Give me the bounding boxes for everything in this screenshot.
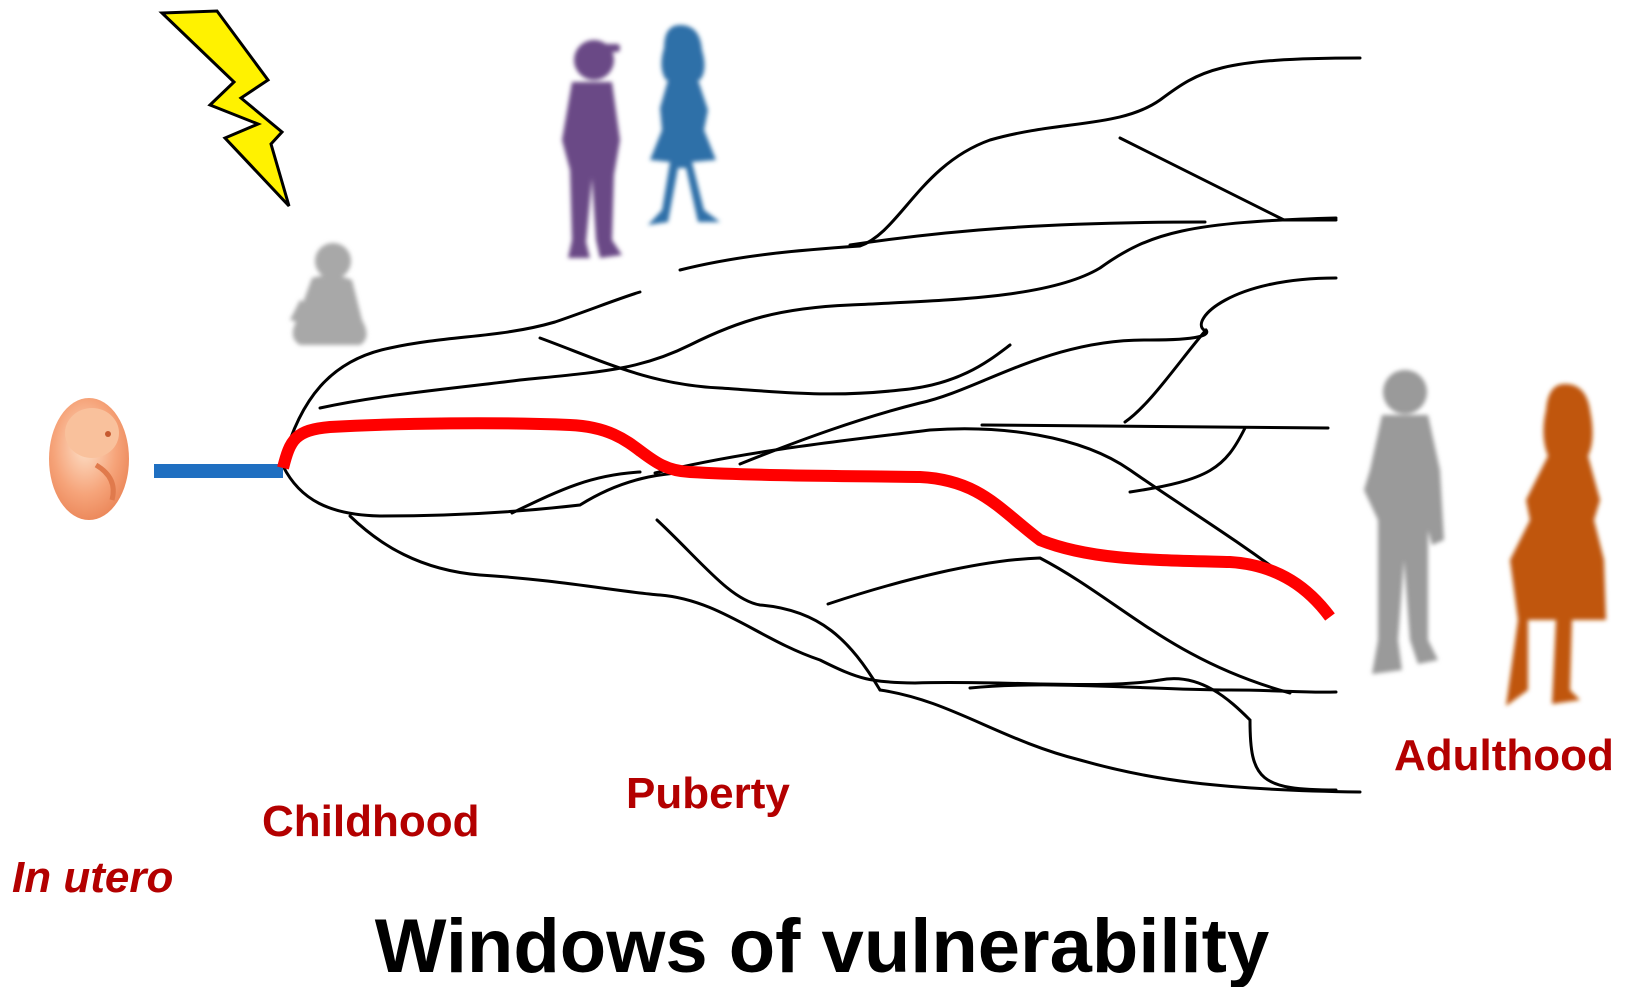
branch-line [878, 688, 1362, 794]
branch-line [281, 290, 642, 464]
label-in-utero: In utero [12, 853, 173, 902]
branch-line [826, 556, 1292, 695]
label-adulthood: Adulthood [1394, 731, 1614, 780]
branch-line [510, 470, 642, 515]
girl-silhouette-icon [648, 25, 720, 225]
boy-silhouette-icon [562, 40, 622, 258]
woman-silhouette-icon [1506, 384, 1606, 706]
branch-line [653, 427, 1292, 582]
embryo-icon [49, 398, 129, 520]
branch-line [913, 677, 1338, 792]
branch-line [1199, 276, 1338, 332]
branch-line [538, 336, 1012, 396]
branch-line [318, 216, 1338, 410]
branch-line [980, 423, 1330, 430]
branch-line [968, 683, 1338, 694]
highlighted-trajectory [277, 417, 1335, 621]
branch-line [848, 220, 1207, 247]
branch-line [1123, 328, 1208, 424]
lightning-bolt-icon [158, 9, 291, 208]
branching-trajectories [281, 56, 1362, 794]
branch-line [348, 514, 917, 685]
label-childhood: Childhood [262, 797, 480, 846]
branch-line [1128, 426, 1247, 494]
branch-line [655, 518, 882, 692]
branch-line [738, 328, 1209, 466]
man-silhouette-icon [1364, 370, 1444, 674]
label-puberty: Puberty [626, 769, 790, 818]
branch-line [678, 56, 1362, 272]
branch-line [1118, 136, 1338, 222]
branch-line [281, 464, 722, 518]
baby-silhouette-icon [290, 243, 367, 345]
page-title: Windows of vulnerability [375, 904, 1269, 987]
